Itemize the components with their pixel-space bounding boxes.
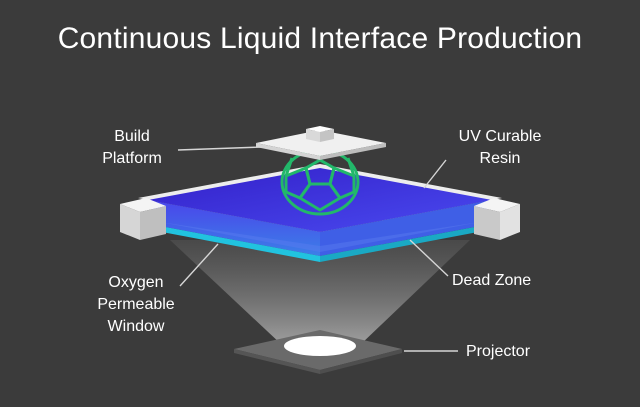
leader-lines [177,146,458,352]
diagram-title: Continuous Liquid Interface Production [57,22,583,55]
projector [234,330,402,374]
build-platform [256,126,386,160]
leader-oxygen-window [179,243,219,287]
label-build-platform: Build Platform [102,128,162,167]
leader-uv-resin [423,159,447,189]
resin-vat [148,168,492,256]
label-uv-curable-resin: UV Curable Resin [458,128,542,167]
vat-post-right [474,198,520,240]
label-projector: Projector [466,343,531,360]
light-beam [170,240,470,345]
label-dead-zone: Dead Zone [452,272,532,289]
projector-lens [284,336,356,356]
leader-dead-zone [409,239,449,277]
vat-post-left [120,198,166,240]
leader-build-platform [177,146,263,151]
label-oxygen-permeable-window: Oxygen Permeable Window [97,274,175,335]
dead-zone-layer [160,226,480,262]
